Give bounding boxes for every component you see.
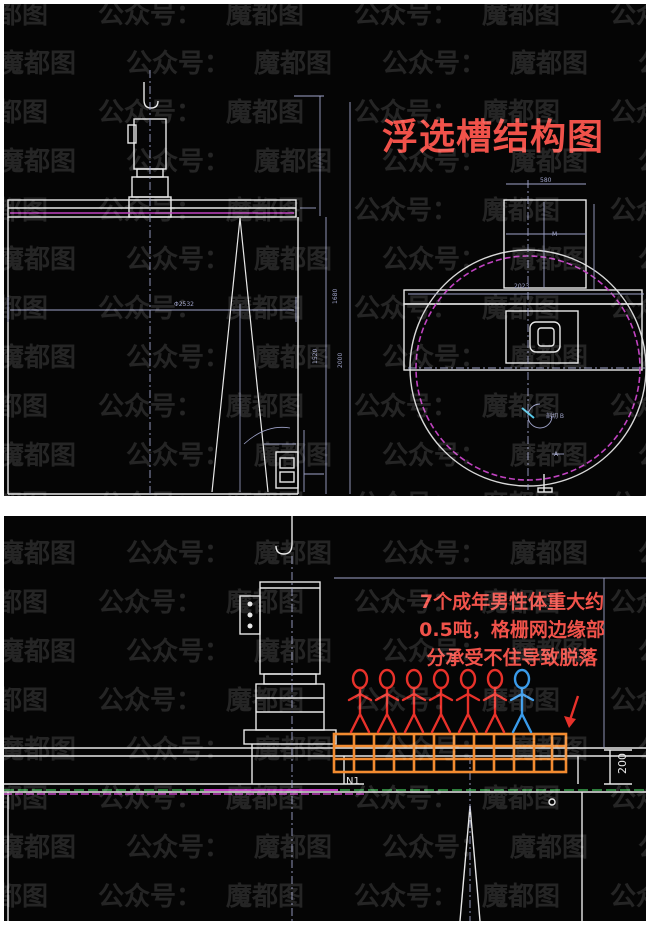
edge-arrow: [564, 695, 580, 728]
grating-mesh: [332, 732, 568, 774]
lifting-hook: [143, 88, 159, 109]
svg-text:剖切 B: 剖切 B: [546, 412, 564, 420]
annotation-line-2: 0.5吨，格栅网边缘部: [419, 619, 605, 641]
plan-motor-box: [503, 199, 587, 289]
stick-figure-red: [374, 668, 400, 734]
svg-text:1680: 1680: [332, 289, 339, 304]
stick-figure-blue: [509, 668, 535, 734]
annotation-note: 7个成年男性体重大约 0.5吨，格栅网边缘部 分承受不住导致脱落: [382, 588, 642, 672]
svg-text:M: M: [552, 231, 557, 238]
svg-text:Φ2532: Φ2532: [174, 301, 194, 308]
svg-text:2000: 2000: [337, 353, 344, 368]
top-drawing-panel: Φ2532 1680 1520 2000 580 M 2023 剖切 B A 浮…: [4, 4, 646, 496]
gearbox: [255, 683, 325, 731]
annotation-line-1: 7个成年男性体重大约: [419, 591, 605, 613]
svg-text:1520: 1520: [312, 349, 319, 364]
svg-text:2023: 2023: [514, 283, 529, 290]
height-dimension: 200: [616, 753, 629, 774]
stick-figure-red: [455, 668, 481, 734]
bottom-drawing-panel: N1 200 7个成年男性体重大约 0.5吨，格栅网边缘部 分承受不住导致脱落: [4, 516, 646, 921]
svg-text:A: A: [554, 451, 559, 458]
junction-box: [239, 595, 261, 635]
stick-figure-red: [401, 668, 427, 734]
lifting-hook: [275, 534, 293, 555]
flotation-cell-drawing: Φ2532 1680 1520 2000 580 M 2023 剖切 B A: [7, 70, 646, 495]
stick-figures: [347, 668, 535, 734]
motor: [259, 581, 321, 675]
grating-overload-drawing: N1 200: [4, 516, 646, 921]
stick-figure-red: [428, 668, 454, 734]
diagram-title: 浮选槽结构图: [382, 117, 605, 158]
stick-figure-red: [482, 668, 508, 734]
annotation-line-3: 分承受不住导致脱落: [426, 647, 598, 669]
svg-text:580: 580: [540, 177, 552, 184]
nozzle-label: N1: [346, 776, 360, 787]
stick-figure-red: [347, 668, 373, 734]
